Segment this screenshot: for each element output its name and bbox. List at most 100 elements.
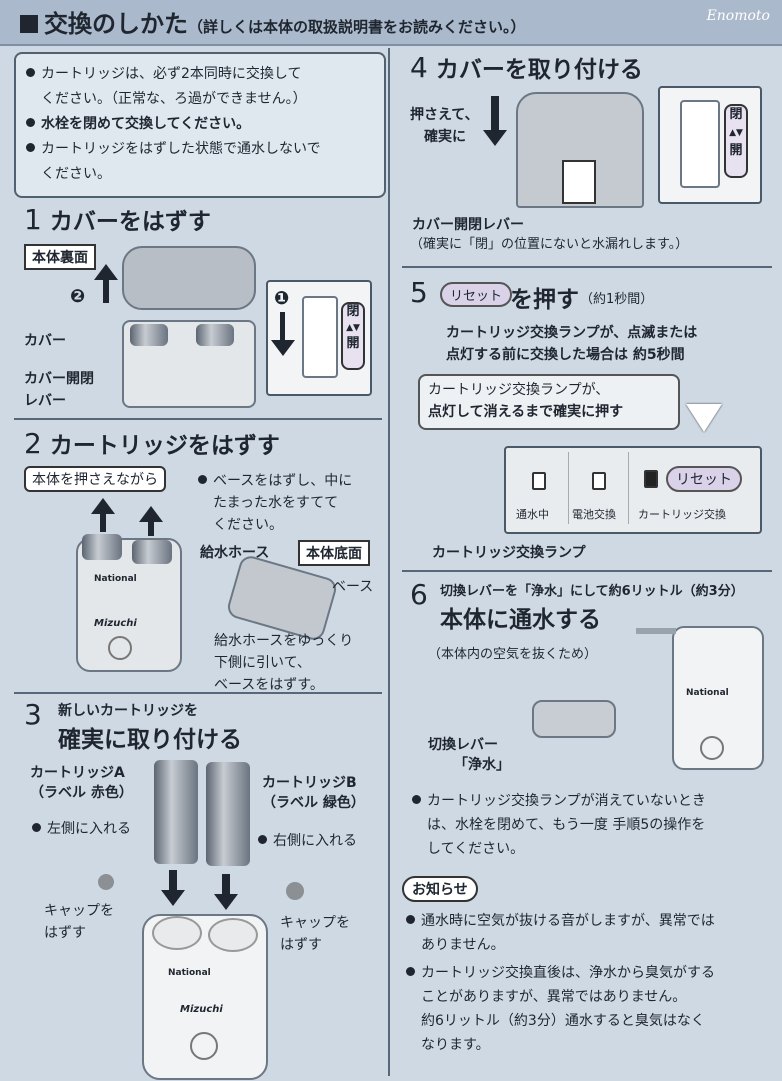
- cartridge-b: [206, 762, 250, 866]
- callout-arrow: [686, 404, 722, 432]
- mark-2: ❷: [70, 286, 86, 307]
- arrow-up-icon: [91, 498, 115, 514]
- lever-label-step4: カバー開閉レバー: [412, 217, 524, 233]
- hint-press: 本体を押さえながら: [24, 466, 166, 492]
- step2-bullet-2: たまった水をすてて: [213, 495, 339, 511]
- info-5: 約6リットル（約3分）通水すると臭気はなく: [421, 1013, 705, 1029]
- step2-bullet: ベースをはずし、中に: [198, 470, 352, 492]
- cap-remove-right-2: はずす: [280, 937, 322, 953]
- cartridge-lamp-label: カートリッジ交換: [638, 508, 726, 521]
- lever-label-2: レバー: [24, 393, 66, 409]
- base-label: ベース: [332, 579, 374, 595]
- step6-sub: （本体内の空気を抜くため）: [428, 647, 598, 662]
- info-tag: お知らせ: [402, 876, 478, 902]
- caution-box: カートリッジは、必ず2本同時に交換して ください。（正常な、ろ過ができません。）…: [14, 52, 386, 198]
- left-insert: 左側に入れる: [32, 818, 131, 840]
- mark-1: ❶: [274, 288, 290, 309]
- device-brand-3: National: [686, 688, 729, 698]
- step6-heading: 本体に通水する: [440, 607, 601, 633]
- step3-heading: 確実に取り付ける: [58, 727, 242, 753]
- note-3: カートリッジをはずした状態で通水しないで: [26, 137, 376, 162]
- info-6: なります。: [421, 1037, 490, 1053]
- reset-button[interactable]: リセット: [666, 466, 742, 492]
- switch-lever-label: 切換レバー: [428, 737, 498, 753]
- battery-lamp-label: 電池交換: [572, 508, 616, 521]
- step3-small: 新しいカートリッジを: [58, 703, 198, 719]
- cover-label: カバー: [24, 333, 66, 349]
- cartridge-top-b: [196, 324, 234, 346]
- header-bar: 交換のしかた（詳しくは本体の取扱説明書をお読みください。） Enomoto: [0, 0, 782, 46]
- step6-para-3: してください。: [427, 841, 525, 857]
- step5-note-1: カートリッジ交換ランプが、点滅または: [446, 325, 698, 341]
- lever-label-1: カバー開閉: [24, 371, 94, 387]
- device-model: Mizuchi: [94, 618, 137, 629]
- unit-dial-2: [190, 1032, 218, 1060]
- step6-para-1: カートリッジ交換ランプが消えていないとき: [412, 790, 706, 812]
- lamp-callout: カートリッジ交換ランプ: [432, 545, 586, 561]
- cap-b-icon: [286, 882, 304, 900]
- brand-watermark: Enomoto: [706, 8, 770, 24]
- faucet-illustration: [532, 700, 616, 738]
- cartridge-removed-b: [132, 540, 172, 564]
- note-2: 水栓を閉めて交換してください。: [26, 112, 376, 137]
- step5-note-2: 点灯する前に交換した場合は 約5秒間: [446, 347, 685, 363]
- arrow-down-stem-b: [222, 874, 230, 896]
- base-desc-2: 下側に引いて、: [214, 655, 311, 671]
- info-1: 通水時に空気が抜ける音がしますが、異常では: [406, 910, 715, 932]
- cartridge-lamp: [644, 470, 658, 488]
- device-brand: National: [94, 574, 137, 584]
- switch-lever-value: 「浄水」: [454, 757, 510, 773]
- divider: [14, 418, 382, 420]
- reset-badge: リセット: [440, 282, 513, 307]
- step2-bullet-3: ください。: [213, 517, 283, 533]
- close-open-indicator: 閉 ▲▼ 開: [341, 302, 365, 370]
- slot-b: [208, 918, 258, 952]
- cap-remove-right-1: キャップを: [280, 915, 350, 931]
- tag-back: 本体裏面: [24, 244, 96, 270]
- press-label-1: 押さえて、: [410, 107, 479, 123]
- right-insert: 右側に入れる: [258, 830, 357, 852]
- unit-dial-3: [700, 736, 724, 760]
- cartridge-b-label: カートリッジB: [262, 775, 357, 791]
- step6-number: 6: [410, 578, 428, 611]
- press-duration: （約1秒間）: [580, 292, 654, 307]
- base-desc-1: 給水ホースをゆっくり: [214, 633, 354, 649]
- divider: [14, 692, 382, 694]
- arrow-down-icon: [161, 890, 185, 906]
- step6-small: 切換レバーを「浄水」にして約6リットル（約3分）: [440, 584, 744, 599]
- leak-warning: （確実に「閉」の位置にないと水漏れします。）: [410, 237, 689, 252]
- water-lamp: [532, 472, 546, 490]
- tag-bottom: 本体底面: [298, 540, 370, 566]
- arrow-up-icon: [94, 264, 118, 280]
- note-1b: ください。（正常な、ろ過ができません。）: [41, 91, 307, 107]
- panel-cell-1: 通水中: [512, 452, 569, 524]
- cartridge-a-label: カートリッジA: [30, 765, 125, 781]
- base-desc-3: ベースをはずす。: [214, 677, 324, 693]
- arrow-down-icon: [214, 894, 238, 910]
- cap-remove-left-2: はずす: [44, 925, 86, 941]
- lever-slot: [302, 296, 338, 378]
- close-open-indicator-2: 閉 ▲▼ 開: [724, 104, 748, 178]
- info-2: ありません。: [421, 937, 505, 953]
- page-title: 交換のしかた（詳しくは本体の取扱説明書をお読みください。）: [20, 4, 526, 39]
- arrow-up-stem-b: [148, 520, 154, 536]
- note-3b: ください。: [41, 166, 111, 182]
- arrow-down-stem-a: [169, 870, 177, 892]
- updown-icon: ▲▼: [729, 128, 743, 138]
- spout: [636, 628, 676, 634]
- column-divider: [388, 48, 390, 1076]
- cap-a-icon: [98, 874, 114, 890]
- note-1: カートリッジは、必ず2本同時に交換して: [26, 62, 376, 87]
- divider: [402, 570, 772, 572]
- unit-dial: [108, 636, 132, 660]
- info-4: ことがありますが、異常ではありません。: [421, 989, 687, 1005]
- cartridge-a-sub: （ラベル 赤色）: [30, 785, 133, 801]
- updown-icon: ▲▼: [346, 323, 360, 333]
- arrow-down-stem: [491, 96, 499, 132]
- step5-number: 5: [410, 276, 428, 309]
- panel-cell-2: 電池交換: [570, 452, 629, 524]
- step6-para-2: は、水栓を閉めて、もう一度 手順5の操作を: [427, 817, 706, 833]
- slot-a: [152, 916, 202, 950]
